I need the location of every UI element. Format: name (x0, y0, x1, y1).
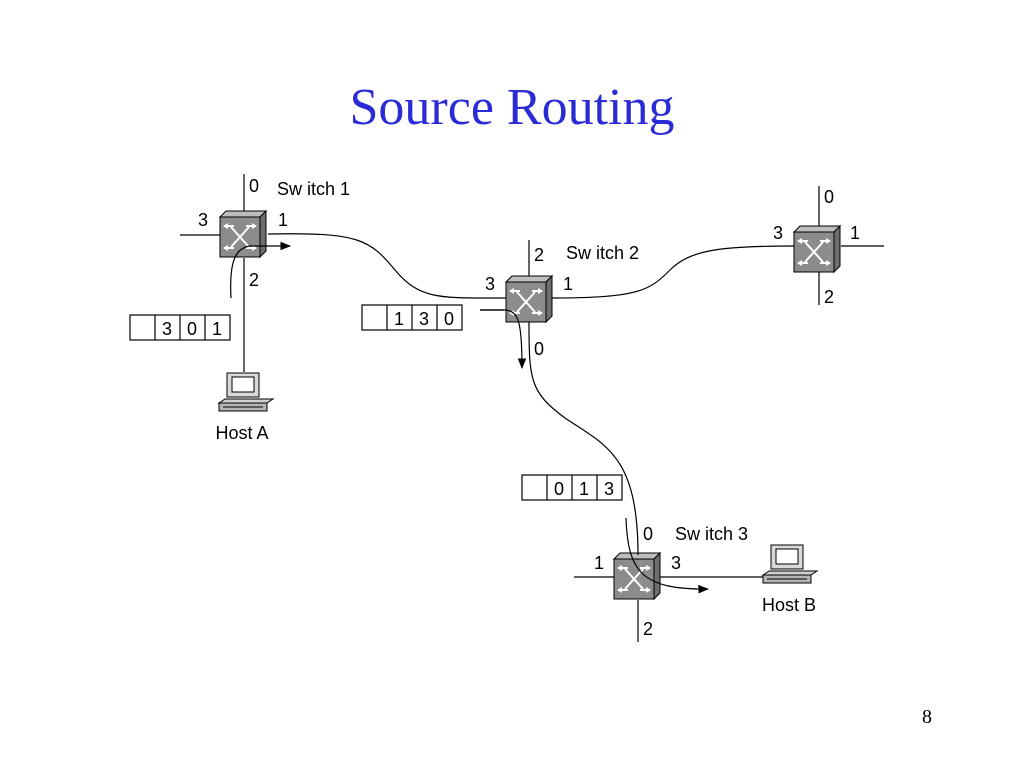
switch-2-port-0: 0 (534, 339, 544, 359)
host-a-computer-icon (218, 372, 274, 412)
switch-3-port-0: 0 (643, 524, 653, 544)
header-1-cell-2: 0 (187, 319, 197, 339)
host-b: Host B (762, 544, 818, 615)
switch-right-icon (793, 225, 841, 273)
switch-3-icon (613, 552, 661, 600)
host-a: Host A (215, 372, 274, 443)
host-b-label: Host B (762, 595, 816, 615)
path-arrow-switch3 (625, 517, 710, 594)
header-box-1: 3 0 1 (129, 314, 231, 341)
header-2-cell-3: 0 (444, 309, 454, 329)
switch-1-port-0: 0 (249, 176, 259, 196)
link-switch2-switch3 (528, 321, 639, 556)
page-number: 8 (922, 706, 932, 728)
switch-1-port-3: 3 (198, 210, 208, 230)
switch-3: 0 1 2 3 Sw itch 3 (574, 524, 748, 642)
switch-2-port-3: 3 (485, 274, 495, 294)
switch-right-port-0: 0 (824, 187, 834, 207)
switch-2: 0 1 2 3 Sw itch 2 (480, 240, 639, 359)
host-a-label: Host A (215, 423, 268, 443)
header-3-cell-2: 1 (579, 479, 589, 499)
switch-2-label: Sw itch 2 (566, 243, 639, 263)
switch-1-port-1: 1 (278, 210, 288, 230)
switch-1-port-2: 2 (249, 270, 259, 290)
switch-3-port-1: 1 (594, 553, 604, 573)
header-3-cell-1: 0 (554, 479, 564, 499)
switch-1-label: Sw itch 1 (277, 179, 350, 199)
switch-3-port-3: 3 (671, 553, 681, 573)
header-3-cell-3: 3 (604, 479, 614, 499)
switch-right-port-2: 2 (824, 287, 834, 307)
link-switch2-switchright (551, 245, 795, 299)
switch-3-label: Sw itch 3 (675, 524, 748, 544)
switch-right-port-3: 3 (773, 223, 783, 243)
path-arrow-switch2 (480, 309, 527, 370)
header-1-cell-3: 1 (212, 319, 222, 339)
header-2-cell-1: 1 (394, 309, 404, 329)
header-2-cell-2: 3 (419, 309, 429, 329)
link-switch1-switch2 (267, 233, 507, 299)
switch-1-icon (219, 210, 267, 258)
header-1-cell-1: 3 (162, 319, 172, 339)
switch-right-port-1: 1 (850, 223, 860, 243)
switch-2-port-2: 2 (534, 245, 544, 265)
switch-2-port-1: 1 (563, 274, 573, 294)
header-box-3: 0 1 3 (521, 474, 623, 501)
path-arrow-switch1 (230, 241, 292, 299)
header-box-2: 1 3 0 (361, 304, 463, 331)
switch-1: 0 1 2 3 Sw itch 1 (180, 174, 350, 372)
slide-title: Source Routing (349, 79, 675, 136)
switch-3-port-2: 2 (643, 619, 653, 639)
switch-2-icon (505, 275, 553, 323)
switch-right: 0 1 2 3 (773, 186, 884, 307)
host-b-computer-icon (762, 544, 818, 584)
